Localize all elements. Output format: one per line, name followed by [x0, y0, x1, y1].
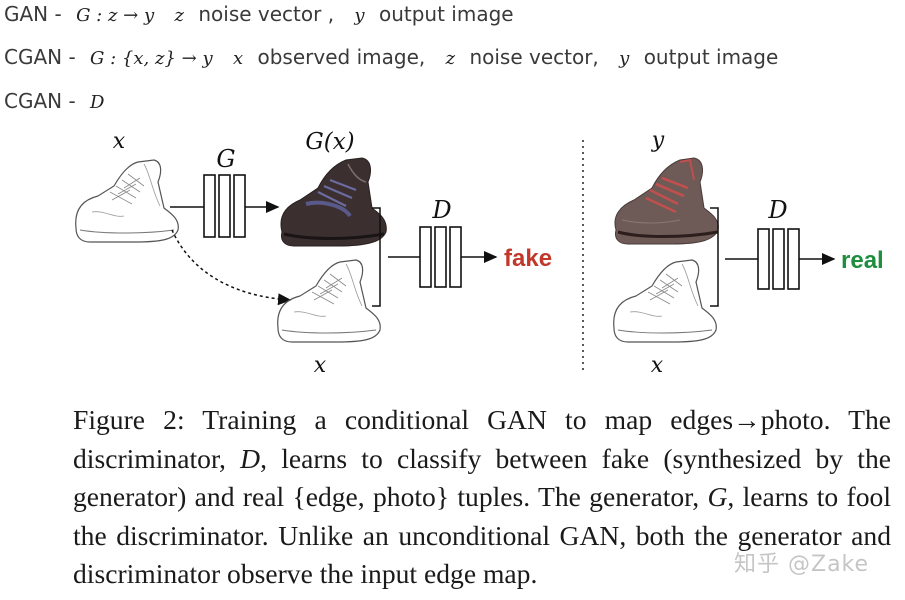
- left-bottom-x-label: x: [314, 353, 327, 378]
- note-cgan-generator: CGAN - G : {x, z} → y x observed image, …: [4, 45, 778, 71]
- left-discriminator-block: [419, 226, 462, 288]
- left-discriminator-label: D: [431, 196, 451, 224]
- right-edge-shoe: [613, 259, 717, 343]
- fake-verdict-label: fake: [504, 245, 552, 272]
- dashed-copy-arrow: [171, 229, 292, 306]
- input-edge-shoe: [75, 159, 179, 243]
- left-edge-shoe: [277, 259, 381, 343]
- generator-label: G: [216, 145, 235, 173]
- right-pair-bracket: [710, 207, 719, 307]
- note-cgan1-x: x: [232, 48, 244, 69]
- note-cgan1-label: CGAN -: [4, 45, 76, 69]
- note-gan-y-text: output image: [378, 2, 514, 26]
- watermark: 知乎 @Zake: [734, 552, 870, 577]
- note-gan-z: z: [174, 5, 184, 26]
- note-cgan1-z-text: noise vector,: [469, 45, 599, 69]
- real-verdict-label: real: [841, 247, 884, 274]
- real-y-label: y: [651, 128, 665, 153]
- caption-d-symbol: D: [240, 442, 261, 474]
- note-cgan1-y-text: output image: [643, 45, 779, 69]
- note-cgan2-formula: D: [90, 92, 105, 113]
- caption-part-2: , learns to classify between fake (synth…: [73, 442, 891, 513]
- right-discriminator-label: D: [767, 196, 787, 224]
- note-cgan1-y: y: [619, 48, 630, 69]
- input-x-label: x: [113, 129, 126, 154]
- note-cgan1-formula: G : {x, z} → y: [90, 48, 213, 69]
- note-cgan2-label: CGAN -: [4, 89, 76, 113]
- note-gan: GAN - G : z → y z noise vector , y outpu…: [4, 2, 514, 28]
- caption-part-1: Figure 2: Training a conditional GAN to …: [73, 404, 891, 474]
- note-cgan1-x-text: observed image,: [257, 45, 426, 69]
- note-gan-z-text: noise vector ,: [198, 2, 335, 26]
- right-bottom-x-label: x: [651, 353, 664, 378]
- real-shoe-photo: [614, 157, 719, 245]
- note-cgan1-z: z: [445, 48, 456, 69]
- note-gan-formula: G : z → y: [76, 5, 155, 26]
- note-gan-y: y: [354, 5, 365, 26]
- figure-diagram: x G G(x) x D fake y x D real: [75, 128, 884, 378]
- figure-caption: Figure 2: Training a conditional GAN to …: [73, 401, 891, 594]
- generated-output-label: G(x): [305, 129, 354, 155]
- note-gan-label: GAN -: [4, 2, 62, 26]
- note-cgan-discriminator: CGAN - D: [4, 89, 104, 115]
- caption-g-symbol: G: [707, 481, 728, 512]
- generated-shoe-photo: [280, 157, 387, 247]
- caption-part-3: , learns to fool the discriminator. Unli…: [73, 481, 891, 589]
- generator-block: [203, 174, 246, 238]
- left-pair-bracket: [372, 207, 381, 307]
- right-discriminator-block: [757, 228, 800, 290]
